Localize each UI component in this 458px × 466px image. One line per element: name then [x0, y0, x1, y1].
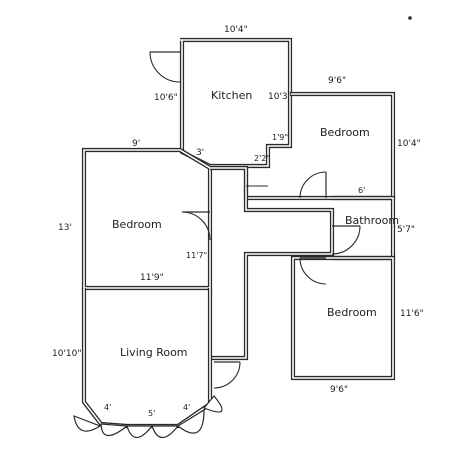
bathroom-label: Bathroom	[345, 214, 399, 227]
kitchen-width-dim: 10'4"	[224, 25, 248, 35]
living-height-dim: 10'10"	[52, 349, 82, 359]
kitchen-step-a-dim: 1'9"	[272, 133, 288, 142]
ink-dot	[408, 16, 412, 20]
bay-right-dim: 4'	[183, 403, 190, 412]
bedroom-se-right-dim: 11'6"	[400, 309, 424, 319]
bathroom-right-dim: 5'7"	[397, 225, 415, 235]
bedroom-ne-width-dim: 9'6"	[328, 76, 346, 86]
bedroom-w-bottom-dim: 11'9"	[140, 273, 164, 283]
kitchen-label: Kitchen	[211, 89, 252, 102]
bedroom-w-label: Bedroom	[112, 218, 162, 231]
kitchen-left-dim: 10'6"	[154, 93, 178, 103]
bedroom-ne-right-dim: 10'4"	[397, 139, 421, 149]
bay-window	[73, 395, 223, 439]
living-room-label: Living Room	[120, 346, 188, 359]
bedroom-se-bottom-dim: 9'6"	[330, 385, 348, 395]
bedroom-w-width-dim: 9'	[132, 139, 140, 149]
bedroom-w-height-dim: 13'	[58, 223, 72, 233]
bay-center-dim: 5'	[148, 409, 155, 418]
bedroom-ne-label: Bedroom	[320, 126, 370, 139]
doors	[149, 51, 361, 389]
kitchen-right-dim: 10'3"	[268, 92, 292, 102]
kitchen-step-b-dim: 2'2"	[254, 154, 270, 163]
bedroom-w-inner-dim: 11'7"	[186, 251, 207, 260]
bedroom-se-label: Bedroom	[327, 306, 377, 319]
kitchen-corner-dim: 3'	[196, 148, 204, 158]
bedroom-ne-door-dim: 6'	[358, 186, 365, 195]
bay-left-dim: 4'	[104, 403, 111, 412]
